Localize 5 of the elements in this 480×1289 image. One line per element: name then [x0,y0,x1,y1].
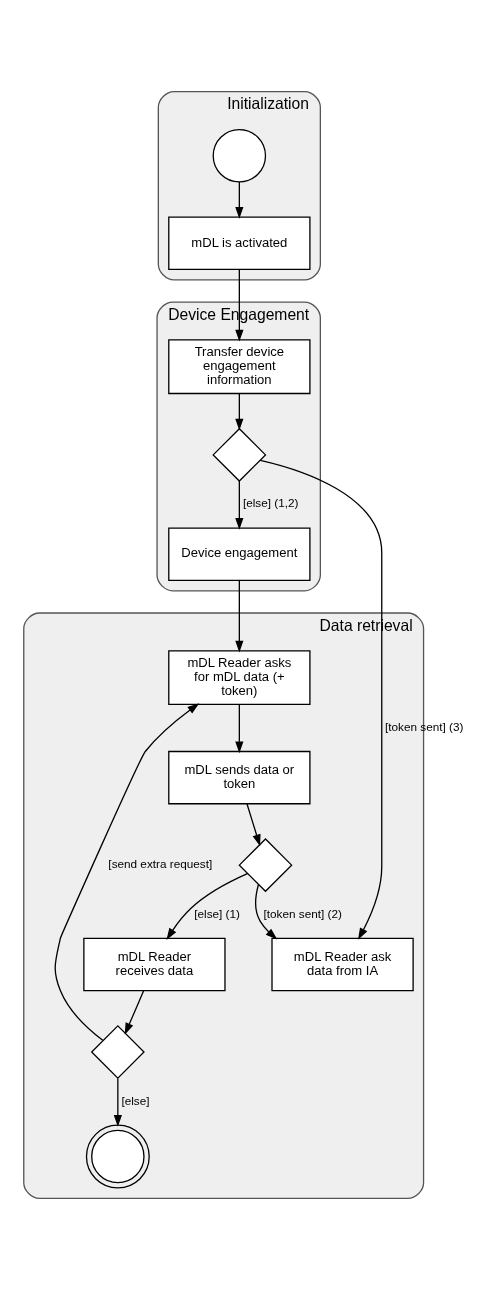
edge-label: [else] (1,2) [242,495,299,509]
edge-label: [send extra request] [108,856,213,870]
edge-label: [token sent] (2) [263,906,342,920]
edge-label: [else] (1) [194,906,240,920]
edge-label: [else] [121,1093,150,1107]
